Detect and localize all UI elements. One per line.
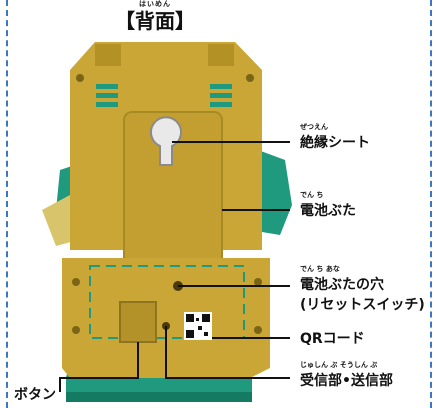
- screw-icon: [254, 326, 262, 334]
- insulation-sheet-keyhole: [150, 116, 182, 166]
- battery-cover-hole-ruby: でん ち あな: [300, 265, 340, 273]
- screw-icon: [254, 278, 262, 286]
- reset-switch-label: (リセットスイッチ): [300, 297, 425, 313]
- qr-code-label: QRコード: [300, 331, 365, 347]
- right-dashed-border: [430, 0, 432, 408]
- receiver-transmitter-label: 受信部•送信部: [300, 373, 393, 389]
- insulation-sheet-ruby: ぜつえん: [300, 123, 328, 131]
- teal-right-side: [258, 150, 292, 235]
- title-block: はいめん 【背面】: [110, 0, 200, 33]
- button-label: ボタン: [14, 387, 56, 403]
- left-dashed-border: [6, 0, 8, 408]
- battery-cover-ruby: でん ち: [300, 191, 324, 199]
- qr-code-icon: [184, 312, 212, 340]
- screw-icon: [76, 74, 84, 82]
- lower-body: [62, 258, 270, 378]
- rear-button: [119, 301, 157, 343]
- teal-stripes: [96, 84, 232, 107]
- battery-cover-label: 電池ぶた: [300, 203, 356, 219]
- battery-cover-hole-label: 電池ぶたの穴: [300, 277, 384, 293]
- screw-icon: [72, 326, 80, 334]
- leader-lines: [59, 141, 290, 392]
- left-tab: [42, 195, 78, 246]
- screw-icon: [246, 74, 254, 82]
- insulation-sheet-label: 絶縁シート: [300, 135, 370, 151]
- receiver-ruby: じゅしん ぶ そうしん ぶ: [300, 361, 378, 369]
- title-ruby: はいめん: [139, 0, 171, 8]
- page-title: 【背面】: [115, 9, 195, 33]
- screw-icon: [72, 278, 80, 286]
